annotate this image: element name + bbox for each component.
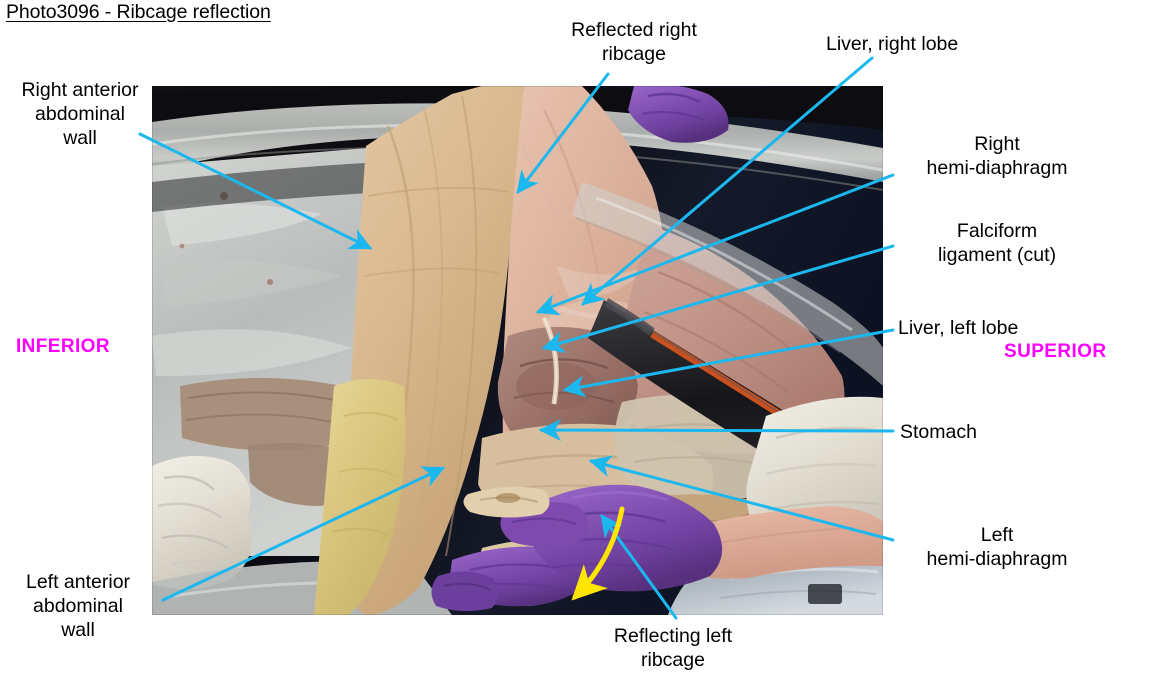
orientation-marker-superior: SUPERIOR: [1004, 341, 1107, 362]
anatomy-photograph: [152, 86, 883, 615]
label-stomach: Stomach: [900, 421, 977, 443]
label-reflecting-left-ribcage: Reflecting left ribcage: [613, 625, 733, 671]
orientation-marker-inferior: INFERIOR: [16, 336, 110, 357]
label-liver-left-lobe: Liver, left lobe: [898, 317, 1019, 339]
label-right-anterior-abdominal-wall: Right anterior abdominal wall: [21, 79, 139, 149]
label-reflected-right-ribcage: Reflected right ribcage: [571, 19, 697, 65]
label-liver-right-lobe: Liver, right lobe: [826, 33, 959, 55]
label-left-anterior-abdominal-wall: Left anterior abdominal wall: [25, 571, 131, 641]
photo-render: [152, 86, 883, 615]
label-left-hemi-diaphragm: Left hemi-diaphragm: [926, 524, 1068, 570]
label-falciform-ligament-cut: Falciform ligament (cut): [937, 220, 1057, 266]
page-title: Photo3096 - Ribcage reflection: [6, 1, 271, 23]
label-right-hemi-diaphragm: Right hemi-diaphragm: [926, 133, 1068, 179]
